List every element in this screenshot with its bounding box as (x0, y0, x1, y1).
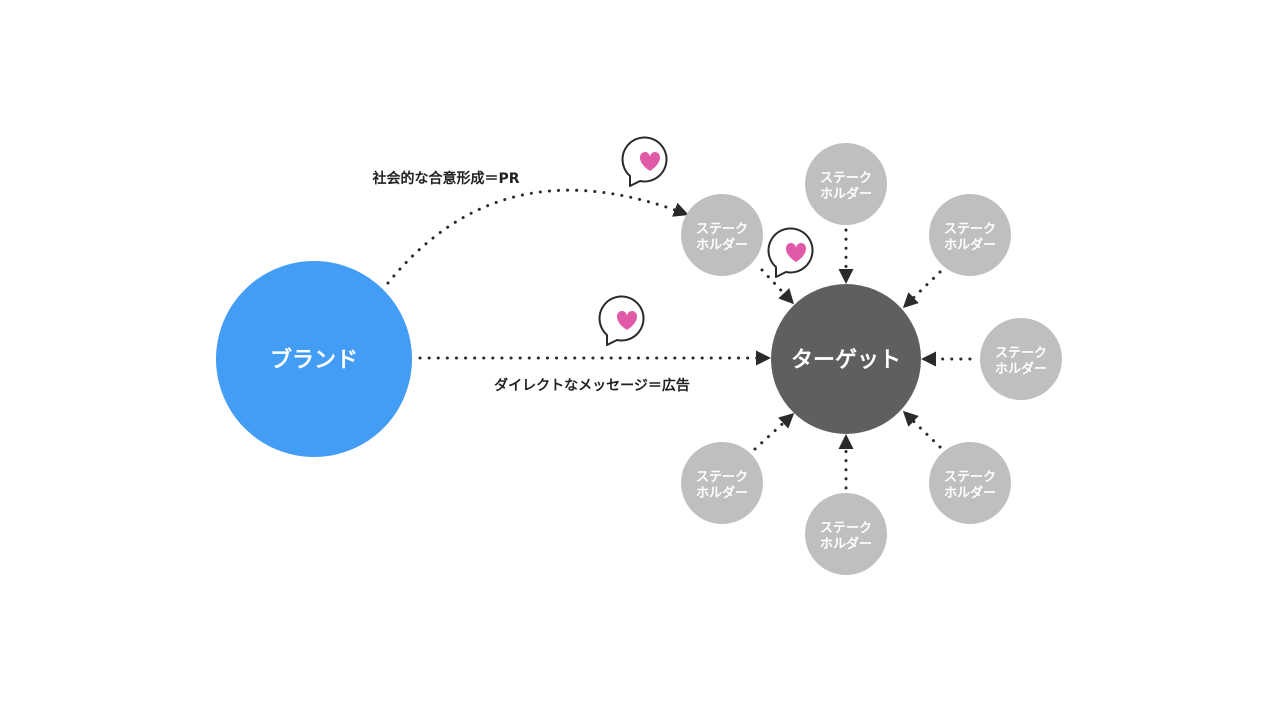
target-circle (771, 284, 921, 434)
stakeholder-label-line1: ステーク (820, 171, 872, 186)
stakeholder-node-top-left: ステーク ホルダー (681, 194, 763, 276)
stakeholder-label-line1: ステーク (820, 521, 872, 536)
stakeholder-label-line2: ホルダー (820, 536, 872, 552)
target-node: ターゲット (771, 284, 921, 434)
pr-edge-label: 社会的な合意形成＝PR (371, 170, 519, 187)
stakeholder-bottom-left-connector (753, 412, 795, 451)
pr-connector (386, 188, 689, 285)
heart-speech-bubble-icon (621, 136, 668, 187)
stakeholder-bottom-right-connector (902, 410, 942, 449)
stakeholder-top-right-connector (902, 270, 942, 309)
target-label: ターゲット (791, 348, 901, 373)
brand-label: ブランド (270, 347, 358, 373)
connectors (386, 188, 972, 490)
stakeholder-label-line2: ホルダー (995, 361, 1047, 377)
stakeholder-node-top: ステーク ホルダー (805, 143, 887, 225)
stakeholder-label-line1: ステーク (944, 470, 996, 485)
advertising-edge-label: ダイレクトなメッセージ＝広告 (494, 377, 690, 394)
stakeholder-node-top-right: ステーク ホルダー (929, 194, 1011, 276)
stakeholder-label-line1: ステーク (696, 222, 748, 237)
stakeholder-label-line1: ステーク (696, 470, 748, 485)
stakeholder-label-line1: ステーク (944, 222, 996, 237)
stakeholder-label-line2: ホルダー (696, 485, 748, 501)
stakeholder-node-right: ステーク ホルダー (980, 318, 1062, 400)
stakeholder-node-bottom-left: ステーク ホルダー (681, 442, 763, 524)
heart-speech-bubble-icon (598, 295, 645, 346)
stakeholder-label-line2: ホルダー (696, 237, 748, 253)
stakeholder-node-bottom: ステーク ホルダー (805, 493, 887, 575)
stakeholder-label-line2: ホルダー (944, 485, 996, 501)
stakeholder-node-bottom-right: ステーク ホルダー (929, 442, 1011, 524)
stakeholder-top-left-connector (760, 268, 795, 305)
brand-circle (216, 261, 412, 457)
brand-node: ブランド (216, 261, 412, 457)
stakeholder-label-line2: ホルダー (944, 237, 996, 253)
stakeholder-label-line2: ホルダー (820, 186, 872, 202)
stakeholder-label-line1: ステーク (995, 346, 1047, 361)
heart-speech-bubble-icon (767, 227, 814, 278)
